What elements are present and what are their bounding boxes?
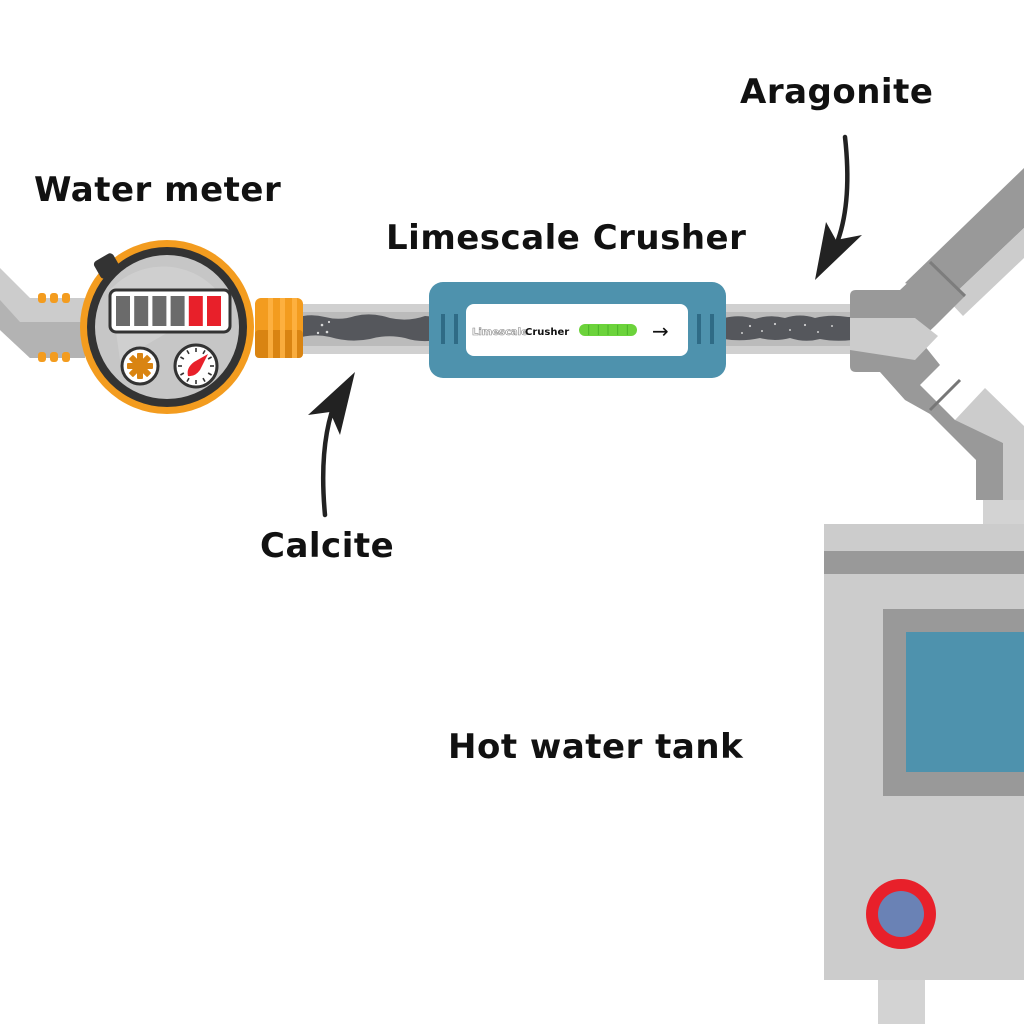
meter-segment-red — [207, 296, 221, 326]
flow-wheel-icon — [120, 346, 160, 386]
tank-window — [906, 632, 1024, 772]
gauge-tick — [202, 350, 206, 355]
crusher-brand-light: Limescale — [472, 327, 528, 338]
tank-outlet-pipe — [878, 980, 925, 1024]
meter-outlet-coupling — [255, 298, 303, 358]
pressure-gauge-icon — [173, 343, 219, 389]
gauge-tick — [202, 377, 206, 382]
water-meter — [80, 240, 303, 414]
limescale-crusher-label: Limescale Crusher — [386, 218, 747, 258]
y-junction-pipes — [850, 168, 1024, 525]
gauge-tick — [207, 356, 212, 360]
crusher-status-indicator — [579, 324, 637, 336]
aragonite-deposit — [724, 315, 852, 341]
gauge-tick — [180, 356, 185, 360]
gauge-tick — [207, 372, 212, 376]
crusher-brand-bold: Crusher — [525, 327, 569, 338]
limescale-crusher-device: Limescale Crusher → — [429, 282, 726, 378]
tank-knob-icon — [866, 879, 936, 949]
hot-water-tank-label: Hot water tank — [448, 727, 744, 767]
pipe-aragonite-section — [720, 304, 855, 354]
water-meter-label: Water meter — [34, 170, 282, 210]
calcite-deposit — [295, 314, 438, 342]
meter-segment — [134, 296, 149, 326]
gauge-tick — [186, 350, 190, 355]
gauge-tick — [180, 372, 185, 376]
meter-segment-red — [188, 296, 203, 326]
gauge-tick — [186, 377, 190, 382]
flow-direction-arrow-icon: → — [652, 319, 669, 343]
pipe-calcite-section — [290, 304, 440, 354]
meter-display — [108, 288, 232, 334]
aragonite-arrow-icon — [815, 134, 862, 280]
calcite-arrow-icon — [308, 372, 355, 518]
aragonite-label: Aragonite — [740, 72, 934, 112]
meter-segment — [116, 296, 130, 326]
calcite-label: Calcite — [260, 526, 395, 566]
inlet-pipe — [0, 268, 85, 362]
hot-water-tank — [824, 524, 1024, 1024]
meter-segment — [152, 296, 167, 326]
meter-segment — [170, 296, 185, 326]
